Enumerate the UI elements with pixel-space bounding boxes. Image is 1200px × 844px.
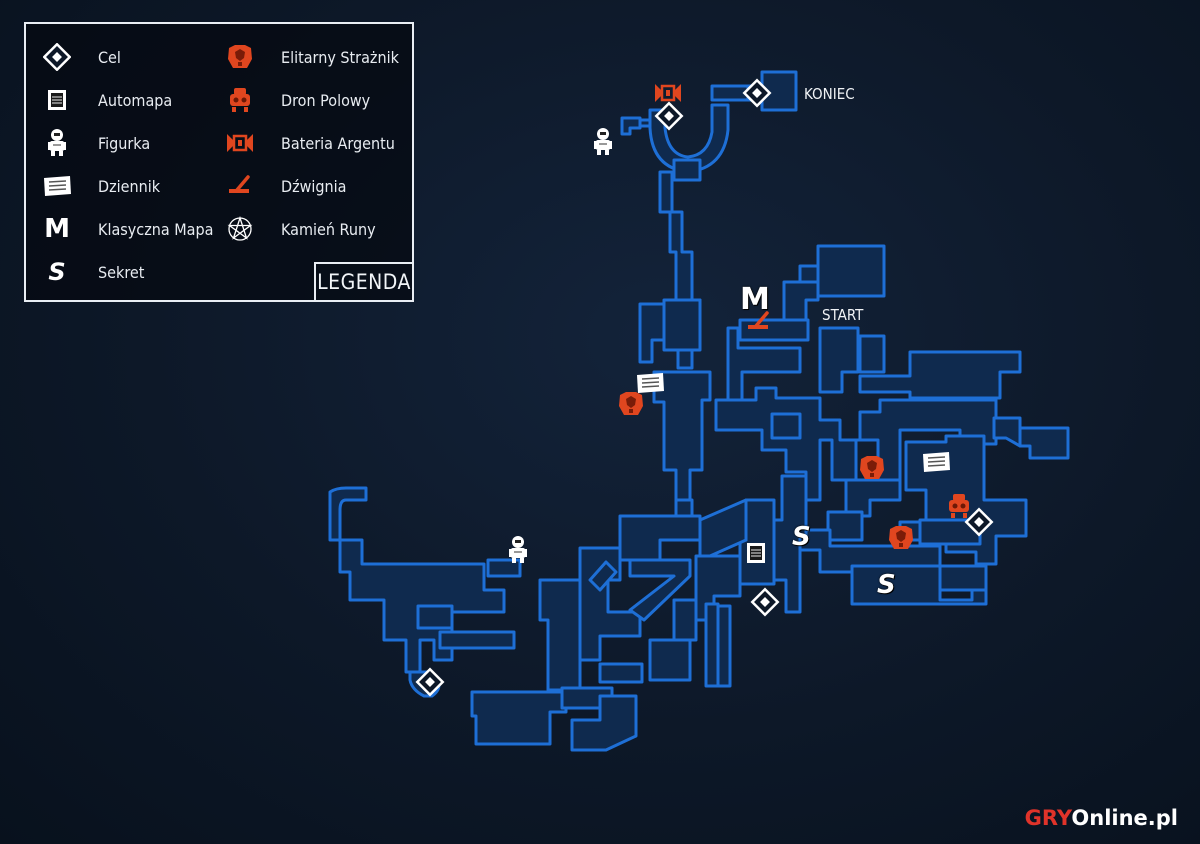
legend-item-classic-map: M Klasyczna Mapa [40,214,214,244]
legend-label: Figurka [98,133,151,153]
figurine-icon [40,128,74,157]
automap-icon [40,87,74,113]
elite-guard-icon [223,44,257,70]
legend-item-journal: Dziennik [40,173,160,199]
legend-item-field-drone: Dron Polowy [223,87,370,113]
argent-cell-marker-icon[interactable] [653,82,683,104]
journal-marker-2-icon[interactable] [922,451,951,473]
objective-center-icon[interactable] [751,588,779,616]
legend-label: Elitarny Strażnik [281,47,399,67]
secret-marker-1-icon[interactable]: S [792,522,811,552]
legend-item-figurine: Figurka [40,128,151,157]
classic-map-marker-icon[interactable]: M [740,282,770,317]
secret-marker-2-icon[interactable]: S [877,570,896,600]
watermark-logo: GRYOnline.pl [1025,806,1178,830]
journal-icon [40,173,74,199]
legend-label: Sekret [98,262,145,282]
elite-guard-marker-3-icon[interactable] [889,526,913,549]
legend-label: Automapa [98,90,173,110]
diamond-icon [40,43,74,71]
journal-marker-1-icon[interactable] [636,372,665,394]
start-label: START [822,306,864,324]
secret-icon: S [48,258,66,286]
legend-label: Dron Polowy [281,90,371,110]
legend-label: Klasyczna Mapa [98,219,214,239]
elite-guard-marker-1-icon[interactable] [619,392,643,415]
legend-item-objective: Cel [40,43,121,71]
elite-guard-marker-2-icon[interactable] [860,456,884,479]
legend-label: Dźwignia [281,176,347,196]
rune-stone-icon [223,216,257,242]
figurine-marker-1-icon[interactable] [593,127,613,156]
watermark-part-1: GRY [1024,806,1072,830]
field-drone-icon [223,87,257,113]
legend-panel: Cel Automapa Figurka Dziennik M Klasyczn… [24,22,414,302]
legend-label: Kamień Runy [281,219,376,239]
argent-cell-icon [223,130,257,156]
watermark-part-2: Online.pl [1071,806,1178,830]
lever-icon [223,173,257,199]
legend-label: Cel [98,47,121,67]
legend-item-argent-cell: Bateria Argentu [223,130,395,156]
legend-item-rune-stone: Kamień Runy [223,216,376,242]
legend-item-automap: Automapa [40,87,172,113]
legend-label: Dziennik [98,176,161,196]
automap-marker-icon[interactable] [746,542,766,564]
legend-item-lever: Dźwignia [223,173,347,199]
classic-map-icon: M [44,214,70,244]
end-label: KONIEC [804,85,855,103]
map-corridors [328,70,1070,752]
legend-title: LEGENDA [314,262,414,302]
legend-item-secret: S Sekret [40,258,145,286]
legend-item-elite-guard: Elitarny Strażnik [223,44,399,70]
legend-label: Bateria Argentu [281,133,395,153]
